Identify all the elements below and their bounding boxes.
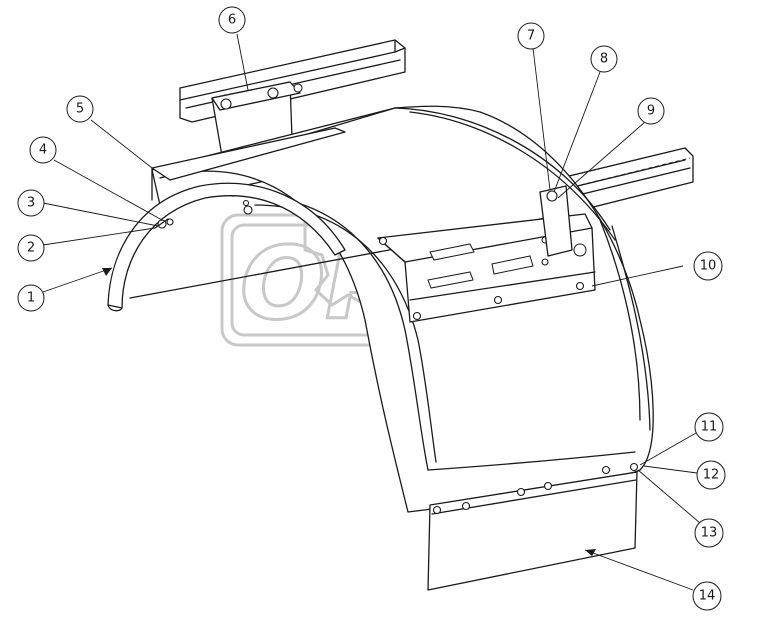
callout-10: 10: [693, 251, 723, 281]
callout-13: 13: [694, 518, 724, 548]
mudflap: [427, 462, 639, 591]
callout-14: 14: [692, 581, 722, 611]
callout-9-label: 9: [647, 104, 655, 119]
callout-9: 9: [637, 97, 665, 125]
callout-2-label: 2: [27, 241, 35, 256]
callout-6: 6: [218, 6, 246, 34]
callout-1-label: 1: [27, 291, 35, 306]
callout-13-label: 13: [701, 526, 718, 541]
callout-5: 5: [66, 95, 94, 123]
callout-7: 7: [517, 22, 545, 50]
callout-8: 8: [590, 45, 618, 73]
callout-3-label: 3: [27, 196, 35, 211]
callout-11-label: 11: [701, 420, 718, 435]
callout-6-label: 6: [228, 13, 236, 28]
upper-left-bracket: [179, 39, 406, 157]
callout-12: 12: [696, 460, 726, 490]
callout-14-label: 14: [699, 589, 716, 604]
callout-12-label: 12: [703, 468, 720, 483]
callout-7-label: 7: [527, 29, 535, 44]
callout-2: 2: [17, 234, 45, 262]
callout-8-label: 8: [600, 52, 608, 67]
callout-1: 1: [17, 284, 45, 312]
callout-11: 11: [694, 412, 724, 442]
fender-body: [129, 105, 654, 513]
mounting-plate: [377, 185, 596, 323]
callout-3: 3: [17, 189, 45, 217]
leader-lines: [42, 33, 701, 591]
callout-4-label: 4: [39, 143, 47, 158]
callout-5-label: 5: [76, 102, 84, 117]
callout-4: 4: [29, 136, 57, 164]
callout-10-label: 10: [700, 259, 717, 274]
